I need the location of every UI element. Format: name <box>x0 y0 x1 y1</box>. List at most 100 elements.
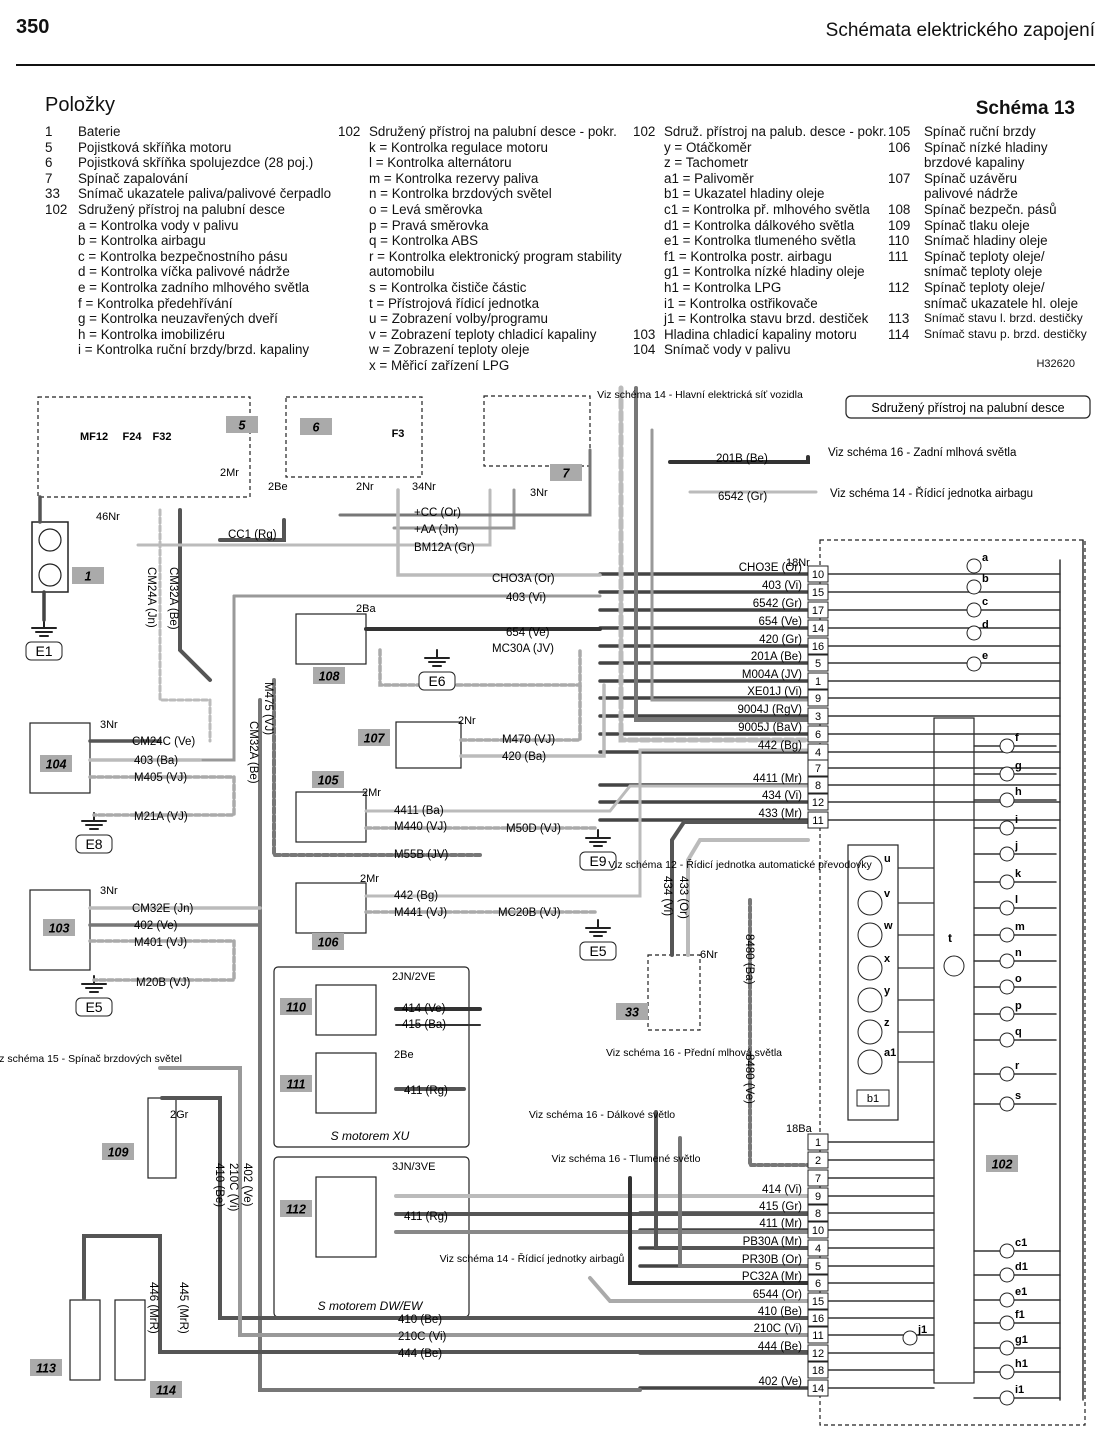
pin-number: 1 <box>815 676 821 688</box>
legend-item-text: a = Kontrolka vody v palivu <box>78 217 239 233</box>
legend-item: c1 = Kontrolka př. mlhového světla <box>633 202 893 218</box>
lamp-label: c <box>982 596 988 608</box>
wire-label: M21A (VJ) <box>134 811 188 823</box>
gauge-panel <box>847 844 899 1121</box>
reference-note: Viz schéma 12 - Řídicí jednotka automati… <box>608 858 872 871</box>
terminal-code: 46Nr <box>96 511 120 523</box>
wire-201b <box>668 455 810 464</box>
lamp-label: a <box>982 552 989 564</box>
component-number: 5 <box>239 419 247 433</box>
lamp-label: g <box>1015 760 1022 772</box>
lamp-label: k <box>1015 868 1022 880</box>
legend-item-text: j1 = Kontrolka stavu brzd. destiček <box>664 311 869 327</box>
component-tag <box>30 1359 62 1376</box>
pin-number: 18 <box>812 1365 824 1377</box>
lamp-label: e <box>982 650 988 662</box>
pin-number: 14 <box>812 623 824 635</box>
lamp-label: l <box>1015 894 1018 906</box>
battery-symbol <box>31 521 69 593</box>
wire-label: 8480 (Ba) <box>743 934 755 985</box>
legend-item: automobilu <box>338 264 638 280</box>
legend-item: o = Levá směrovka <box>338 202 638 218</box>
legend-item: i = Kontrolka ruční brzdy/brzd. kapaliny <box>45 342 345 358</box>
wire-label: 402 (Ve) <box>759 1376 803 1388</box>
component-tag <box>358 729 390 746</box>
pin-number: 4 <box>815 1243 821 1255</box>
lamp-label: h1 <box>1015 1358 1028 1370</box>
pin-number: 12 <box>812 1348 824 1360</box>
terminal-code: 3Nr <box>100 719 118 731</box>
legend-item-number: 102 <box>45 201 68 217</box>
legend-item: f = Kontrolka předehřívání <box>45 296 345 312</box>
connector-code: 18Ba <box>786 1123 813 1135</box>
component-tag <box>986 1155 1018 1172</box>
lamp-label: d1 <box>1015 1261 1028 1273</box>
legend-item-text: a1 = Palivoměr <box>664 170 754 186</box>
lamp-symbol <box>999 927 1015 943</box>
component-tag <box>40 755 72 772</box>
legend-item: h1 = Kontrolka LPG <box>633 280 893 296</box>
legend-item-text: e1 = Kontrolka tlumeného světla <box>664 233 856 249</box>
pin-number: 11 <box>812 815 823 827</box>
legend-item-number: 104 <box>633 342 656 358</box>
ecu-block <box>933 717 975 1384</box>
terminal-code: 2Mr <box>360 873 379 885</box>
component-number: 33 <box>625 1006 639 1020</box>
reference-note: Viz schéma 14 - Řídicí jednotky airbagů <box>440 1252 625 1265</box>
legend-item-number: 6 <box>45 155 53 171</box>
wire-label: 411 (Rg) <box>404 1085 448 1097</box>
ground-label: E9 <box>589 853 606 869</box>
legend-item-text: palivové nádrže <box>924 186 1018 202</box>
legend-item: b1 = Ukazatel hladiny oleje <box>633 186 893 202</box>
lamp-symbol <box>966 579 982 595</box>
legend-item-text: q = Kontrolka ABS <box>369 233 479 249</box>
legend-item-number: 102 <box>633 124 656 139</box>
wire-aa <box>392 488 516 530</box>
wire-434 <box>686 838 810 957</box>
wire-bm12a <box>136 488 492 547</box>
gauge-label: v <box>884 888 891 900</box>
legend-item-text: d1 = Kontrolka dálkového světla <box>664 217 855 233</box>
pin-box <box>807 583 829 601</box>
pin-number: 5 <box>815 1261 821 1273</box>
component-tag <box>313 667 345 684</box>
wire-label: 434 (Vi) <box>661 876 673 916</box>
wire-6544 <box>588 1276 810 1303</box>
pin-box <box>807 1361 829 1379</box>
wire-label: 402 (Ve) <box>241 1163 253 1207</box>
instrument-label: Sdružený přístroj na palubní desce <box>871 401 1064 415</box>
wire-label: 403 (Vi) <box>506 592 546 604</box>
pin-box <box>807 776 829 794</box>
legend-item-number: 5 <box>45 139 53 155</box>
wire-xe01j <box>650 428 810 702</box>
wire-label: 9004J (RgV) <box>737 704 802 716</box>
wire-label: 4411 (Mr) <box>753 773 802 785</box>
legend-item-text: Snímač stavu p. brzd. destičky <box>924 326 1087 341</box>
lamp-label: e1 <box>1015 1286 1027 1298</box>
wire-label: M55B (JV) <box>394 849 448 861</box>
wire-label: CM32A (Be) <box>247 721 259 784</box>
lamp-symbol <box>999 1032 1015 1048</box>
component-103-box <box>29 889 91 971</box>
wire-label: 415 (Ba) <box>402 1019 446 1031</box>
lamp-symbol <box>999 900 1015 916</box>
legend-item-text: b = Kontrolka airbagu <box>78 233 206 249</box>
pin-box <box>807 1309 829 1327</box>
lamp-symbol <box>999 1292 1015 1308</box>
wire-8480 <box>748 898 810 1167</box>
pin-box <box>807 1151 829 1169</box>
lamp-label: f <box>1015 732 1019 744</box>
legend-item-text: Spínač bezpečn. pásů <box>924 201 1057 217</box>
gauge-symbol <box>857 1019 883 1045</box>
lamp-symbol <box>999 766 1015 782</box>
pin-box <box>807 601 829 619</box>
lamp-symbol <box>999 1096 1015 1112</box>
terminal-code: 2Be <box>268 481 288 493</box>
wire-label: CHO3A (Or) <box>492 573 555 585</box>
legend-item-text: s = Kontrolka čističe částic <box>369 279 527 295</box>
component-106-box <box>295 882 367 934</box>
wire-label: 9005J (BaV) <box>738 722 802 734</box>
legend-item-number: 1 <box>45 124 53 139</box>
